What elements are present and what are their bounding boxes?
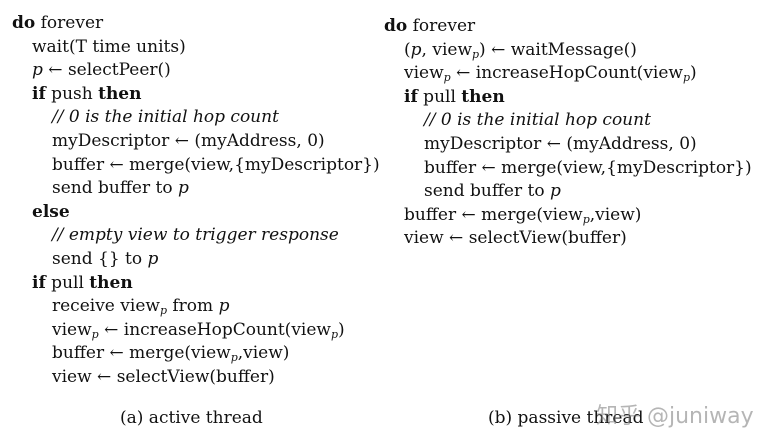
code-text: ← increaseHopCount(view: [450, 63, 683, 84]
keyword: if: [32, 272, 46, 293]
code-text: ,view): [237, 343, 290, 364]
keyword: then: [89, 272, 133, 293]
keyword: do: [384, 16, 408, 36]
keyword: then: [98, 83, 142, 104]
code-text: ): [338, 319, 345, 340]
code-line: // empty view to trigger response: [12, 224, 380, 248]
code-text: ← selectPeer(): [42, 60, 171, 81]
code-text: view: [52, 319, 92, 340]
code-text: ) ← waitMessage(): [479, 39, 637, 60]
code-text: send buffer to: [424, 181, 550, 202]
code-line: send buffer to p: [384, 180, 752, 204]
keyword: if: [404, 86, 418, 107]
code-text: send buffer to: [52, 178, 178, 199]
code-text: view ← selectView(buffer): [404, 228, 627, 249]
code-line: viewp ← increaseHopCount(viewp): [12, 319, 380, 343]
code-line: buffer ← merge(view,{myDescriptor}): [12, 154, 380, 178]
code-text: myDescriptor ← (myAddress, 0): [52, 130, 325, 151]
code-line: myDescriptor ← (myAddress, 0): [384, 133, 752, 157]
subscript: p: [159, 304, 167, 318]
subscript: p: [582, 212, 590, 226]
code-text: p: [32, 60, 43, 81]
code-line: myDescriptor ← (myAddress, 0): [12, 130, 380, 154]
subscript: p: [443, 71, 451, 85]
caption-passive-thread: (b) passive thread: [488, 408, 644, 428]
subscript: p: [330, 327, 339, 341]
subscript: p: [472, 47, 480, 61]
passive-thread-algorithm: do forever(p, viewp) ← waitMessage()view…: [384, 15, 752, 251]
code-line: (p, viewp) ← waitMessage(): [384, 39, 752, 63]
code-text: ): [690, 63, 697, 84]
code-text: wait(T time units): [32, 36, 186, 57]
code-text: pull: [417, 86, 462, 107]
code-line: // 0 is the initial hop count: [12, 106, 380, 130]
code-text: ,view): [589, 204, 642, 225]
code-text: (: [404, 39, 411, 60]
subscript: p: [682, 71, 691, 85]
code-text: ← increaseHopCount(view: [98, 319, 331, 340]
code-line: do forever: [384, 15, 752, 39]
subscript: p: [91, 327, 99, 341]
code-text: buffer ← merge(view,{myDescriptor}): [52, 154, 380, 175]
watermark: 知乎 @juniway: [596, 404, 754, 429]
code-line: send buffer to p: [12, 177, 380, 201]
code-text: view: [404, 63, 444, 84]
subscript: p: [230, 351, 238, 365]
code-text: p: [178, 178, 189, 199]
code-line: if pull then: [384, 86, 752, 110]
code-text: p: [147, 248, 159, 269]
keyword: then: [461, 86, 505, 107]
code-text: push: [45, 83, 99, 104]
code-text: , view: [421, 39, 472, 60]
code-line: p ← selectPeer(): [12, 59, 380, 83]
code-line: else: [12, 201, 380, 225]
code-text: forever: [407, 16, 476, 36]
code-text: pull: [45, 272, 90, 293]
code-line: buffer ← merge(viewp,view): [12, 342, 380, 366]
code-line: // 0 is the initial hop count: [384, 109, 752, 133]
code-text: view ← selectView(buffer): [52, 366, 275, 387]
code-line: receive viewp from p: [12, 295, 380, 319]
code-text: send {} to: [52, 248, 148, 269]
code-line: if push then: [12, 83, 380, 107]
code-text: forever: [35, 13, 104, 33]
code-text: from: [166, 296, 219, 317]
code-line: send {} to p: [12, 248, 380, 272]
code-text: buffer ← merge(view,{myDescriptor}): [424, 157, 752, 178]
code-text: p: [218, 296, 230, 317]
code-line: view ← selectView(buffer): [12, 366, 380, 390]
code-line: wait(T time units): [12, 36, 380, 60]
keyword: else: [32, 201, 70, 222]
code-text: receive view: [52, 296, 160, 317]
comment: // empty view to trigger response: [52, 225, 339, 246]
caption-active-thread: (a) active thread: [120, 408, 263, 428]
code-line: buffer ← merge(viewp,view): [384, 204, 752, 228]
code-line: view ← selectView(buffer): [384, 227, 752, 251]
comment: // 0 is the initial hop count: [52, 107, 279, 128]
code-line: buffer ← merge(view,{myDescriptor}): [384, 157, 752, 181]
code-line: do forever: [12, 12, 380, 36]
comment: // 0 is the initial hop count: [424, 110, 651, 131]
code-text: p: [410, 39, 422, 60]
code-text: buffer ← merge(view: [404, 204, 583, 225]
keyword: do: [12, 13, 36, 33]
code-line: viewp ← increaseHopCount(viewp): [384, 62, 752, 86]
code-text: myDescriptor ← (myAddress, 0): [424, 133, 697, 154]
keyword: if: [32, 83, 46, 104]
code-text: buffer ← merge(view: [52, 343, 231, 364]
code-line: if pull then: [12, 272, 380, 296]
code-text: p: [550, 181, 561, 202]
